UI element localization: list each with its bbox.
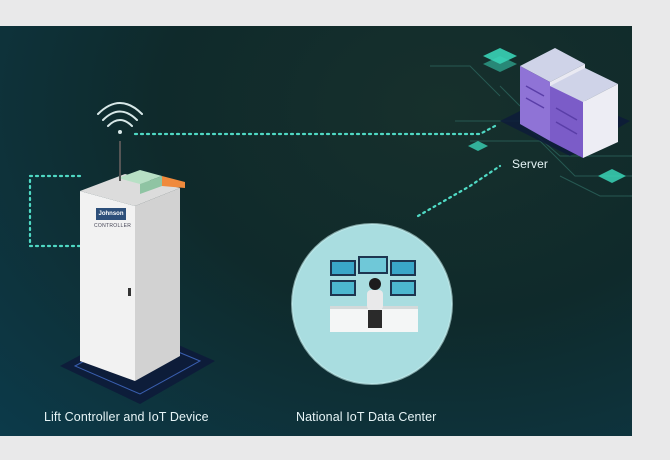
- cabinet-label: CONTROLLER: [94, 223, 132, 229]
- link-datacenter-to-server: [416, 164, 502, 218]
- operator-icon: [367, 278, 383, 328]
- server-label: Server: [512, 157, 548, 171]
- circuit-lines: [430, 65, 632, 197]
- link-cabinet-loop: [28, 174, 82, 248]
- glow-tiles: [468, 48, 626, 183]
- lift-cabinet: [80, 141, 185, 381]
- data-center-label: National IoT Data Center: [296, 410, 437, 424]
- server-rack-icon: [520, 48, 618, 158]
- wifi-icon: [97, 102, 143, 134]
- monitor-icon: [330, 256, 416, 296]
- cabinet-brand-logo: Johnson: [96, 208, 126, 220]
- link-wifi-to-server: [133, 124, 497, 136]
- diagram-canvas: Johnson CONTROLLER Server Lift Controlle…: [0, 26, 632, 436]
- lift-device-label: Lift Controller and IoT Device: [44, 410, 209, 424]
- diagram-svg: [28, 48, 632, 404]
- data-center-illustration: [291, 223, 453, 385]
- dotted-links: [28, 124, 502, 248]
